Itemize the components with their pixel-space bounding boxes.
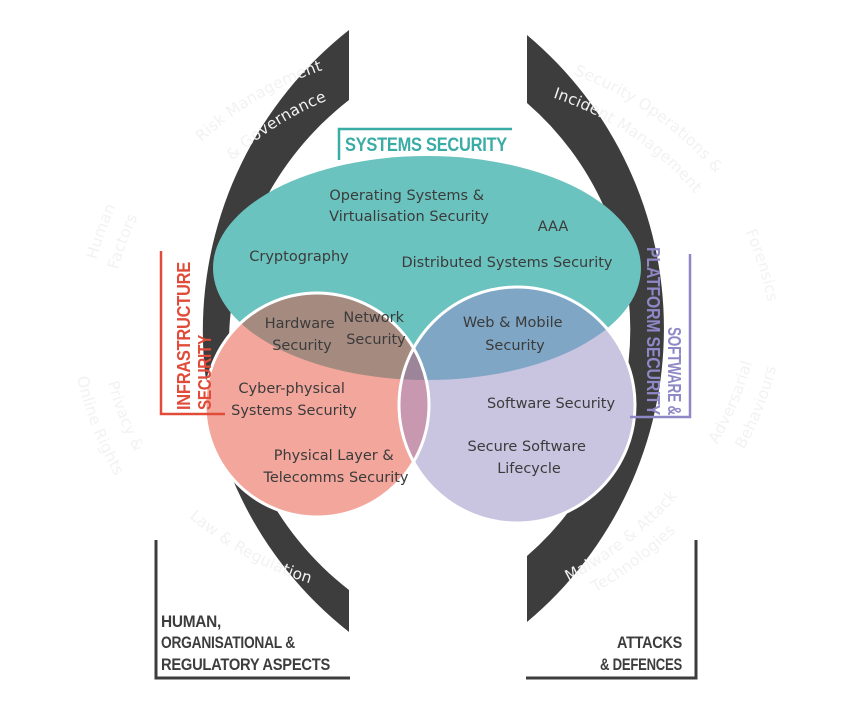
ka-aaa: AAA — [538, 219, 569, 235]
ka-cryptography: Cryptography — [249, 249, 349, 265]
attacks-defences-title-line2: & DEFENCES — [600, 655, 682, 674]
attacks-defences-title: ATTACKS & DEFENCES — [600, 633, 682, 674]
ka-distributed-systems: Distributed Systems Security — [401, 255, 612, 271]
systems-security-title-group: SYSTEMS SECURITY — [337, 127, 512, 160]
ka-network-security: Network Security — [343, 310, 408, 348]
infrastructure-security-title-line2: SECURITY — [195, 335, 215, 410]
human-org-title-line3: REGULATORY ASPECTS — [161, 655, 330, 674]
systems-security-title: SYSTEMS SECURITY — [345, 135, 508, 156]
ka-secure-software-lifecycle: Secure Software Lifecycle — [468, 439, 591, 477]
human-org-title-line2: ORGANISATIONAL & — [161, 633, 295, 652]
arc-topic-forensics: Forensics — [742, 226, 782, 303]
ka-web-mobile-security: Web & Mobile Security — [463, 315, 567, 354]
human-org-regulatory-title: HUMAN, ORGANISATIONAL & REGULATORY ASPEC… — [161, 612, 330, 674]
infrastructure-security-title-group: INFRASTRUCTURE SECURITY — [159, 251, 225, 416]
infrastructure-security-title: INFRASTRUCTURE — [174, 262, 194, 410]
attacks-defences-bracket — [526, 540, 698, 680]
ka-software-security: Software Security — [487, 396, 615, 412]
venn-diagram — [203, 156, 641, 525]
ka-hardware-security: Hardware Security — [265, 316, 340, 354]
venn-labels: Operating Systems & Virtualisation Secur… — [231, 188, 615, 486]
software-platform-security-title: SOFTWARE & — [664, 327, 684, 415]
ka-physical-layer: Physical Layer & Telecomms Security — [262, 448, 408, 486]
ka-operating-systems: Operating Systems & Virtualisation Secur… — [329, 188, 489, 225]
human-org-title-line1: HUMAN, — [161, 612, 221, 631]
attacks-defences-title-line1: ATTACKS — [617, 633, 682, 652]
overlap-systems-software — [399, 287, 635, 380]
right-outer-arc — [527, 35, 664, 622]
human-org-regulatory-bracket — [154, 540, 350, 680]
software-platform-security-title-group: SOFTWARE & PLATFORM SECURITY — [630, 247, 692, 419]
ka-cyber-physical: Cyber-physical Systems Security — [231, 381, 357, 419]
software-platform-security-title-line2: PLATFORM SECURITY — [643, 247, 663, 415]
